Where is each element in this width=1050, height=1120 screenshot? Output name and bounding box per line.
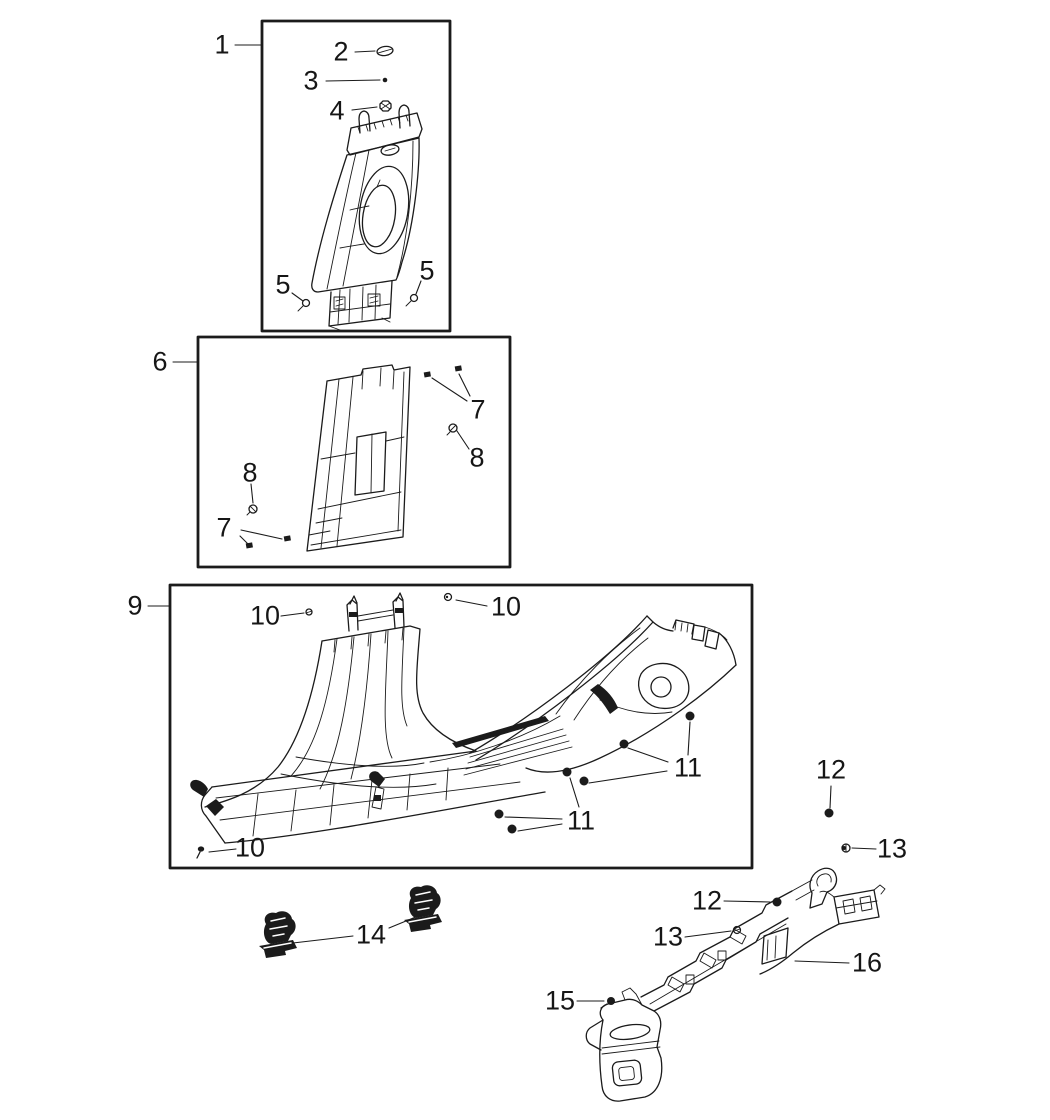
callout-label-15: 15 — [544, 985, 576, 1016]
clip-icon — [446, 423, 458, 436]
grommet-icon — [841, 843, 851, 853]
callout-label-12-upper: 12 — [815, 754, 847, 785]
pin-dot-icon — [382, 77, 388, 83]
box-6-frame — [196, 335, 512, 569]
bracket-right-drawing — [404, 885, 442, 932]
callout-label-11-left: 11 — [566, 805, 596, 836]
sill-rail-drawing — [585, 867, 886, 1102]
box-9-fasteners — [196, 592, 695, 859]
callout-label-2: 2 — [333, 36, 349, 67]
push-pin-icon — [579, 776, 589, 786]
quarter-trim-panel-drawing — [190, 592, 737, 844]
callout-label-14: 14 — [355, 919, 387, 950]
callout-label-12-lower: 12 — [691, 885, 723, 916]
box-6-fasteners — [245, 365, 462, 549]
callout-label-11-right: 11 — [673, 752, 703, 783]
push-pin-icon — [562, 767, 572, 777]
callout-label-7-upper: 7 — [470, 394, 486, 425]
push-pin-icon — [619, 739, 629, 749]
clip-icon — [443, 592, 453, 602]
clip-icon — [405, 293, 419, 307]
push-pin-icon — [824, 808, 834, 818]
leader-lines — [147, 44, 877, 1002]
clip-icon — [246, 504, 258, 516]
callout-label-7-lower: 7 — [216, 512, 232, 543]
screw-head-icon — [376, 45, 394, 57]
box-1-fasteners — [297, 45, 419, 312]
square-clip-icon — [423, 371, 431, 378]
callout-label-8-lower: 8 — [242, 457, 258, 488]
callout-label-5-right: 5 — [419, 255, 435, 286]
callout-label-16: 16 — [851, 947, 883, 978]
box-1-frame — [260, 19, 452, 333]
b-pillar-lower-trim-drawing — [306, 364, 411, 552]
callout-label-1: 1 — [214, 29, 230, 60]
push-pin-icon — [507, 824, 517, 834]
callout-label-10-top-right: 10 — [490, 591, 522, 622]
a-pillar-trim-drawing — [311, 104, 423, 331]
callout-label-4: 4 — [329, 95, 345, 126]
clip-icon — [305, 608, 313, 616]
box-9-frame — [168, 583, 754, 870]
nut-icon — [379, 100, 392, 112]
push-pin-icon — [494, 809, 504, 819]
screw-icon — [196, 846, 205, 859]
callout-label-10-top-left: 10 — [249, 600, 281, 631]
callout-label-9: 9 — [127, 590, 143, 621]
callout-label-10-bottom: 10 — [234, 832, 266, 863]
loose-fasteners — [732, 808, 851, 935]
clip-icon — [297, 298, 311, 312]
push-pin-icon — [685, 711, 695, 721]
callout-label-6: 6 — [152, 346, 168, 377]
callout-label-8-upper: 8 — [469, 442, 485, 473]
callout-label-5-left: 5 — [275, 269, 291, 300]
square-clip-icon — [283, 535, 291, 542]
callout-label-13-lower: 13 — [652, 921, 684, 952]
callout-label-3: 3 — [303, 65, 319, 96]
square-clip-icon — [454, 365, 462, 372]
callout-label-13-upper: 13 — [876, 833, 908, 864]
bracket-left-drawing — [259, 911, 297, 958]
